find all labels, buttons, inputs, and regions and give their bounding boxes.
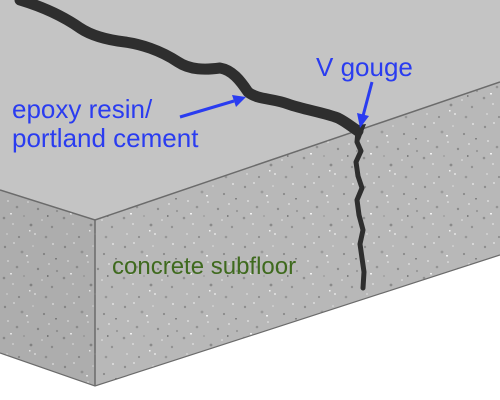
filler-arrow-shaft <box>179 99 235 119</box>
filler-label-line1: epoxy resin/ <box>12 94 153 124</box>
gouge-arrow-shaft <box>361 81 374 117</box>
slab-left-face <box>0 190 95 386</box>
slab-bottom-edge <box>0 254 500 387</box>
slab-top-surface <box>0 0 500 220</box>
slab-front-face <box>95 82 500 386</box>
front-face-crack <box>353 128 367 291</box>
slab-left-face-shade <box>0 190 95 386</box>
v-gouge-notch <box>350 124 366 140</box>
filler-label-line2: portland cement <box>12 123 199 153</box>
filled-crack <box>14 0 364 137</box>
v-gouge-label: V gouge <box>316 52 413 82</box>
filler-arrow-head <box>232 95 246 107</box>
subfloor-label: concrete subfloor <box>112 253 296 280</box>
gouge-arrow-head <box>357 113 369 128</box>
